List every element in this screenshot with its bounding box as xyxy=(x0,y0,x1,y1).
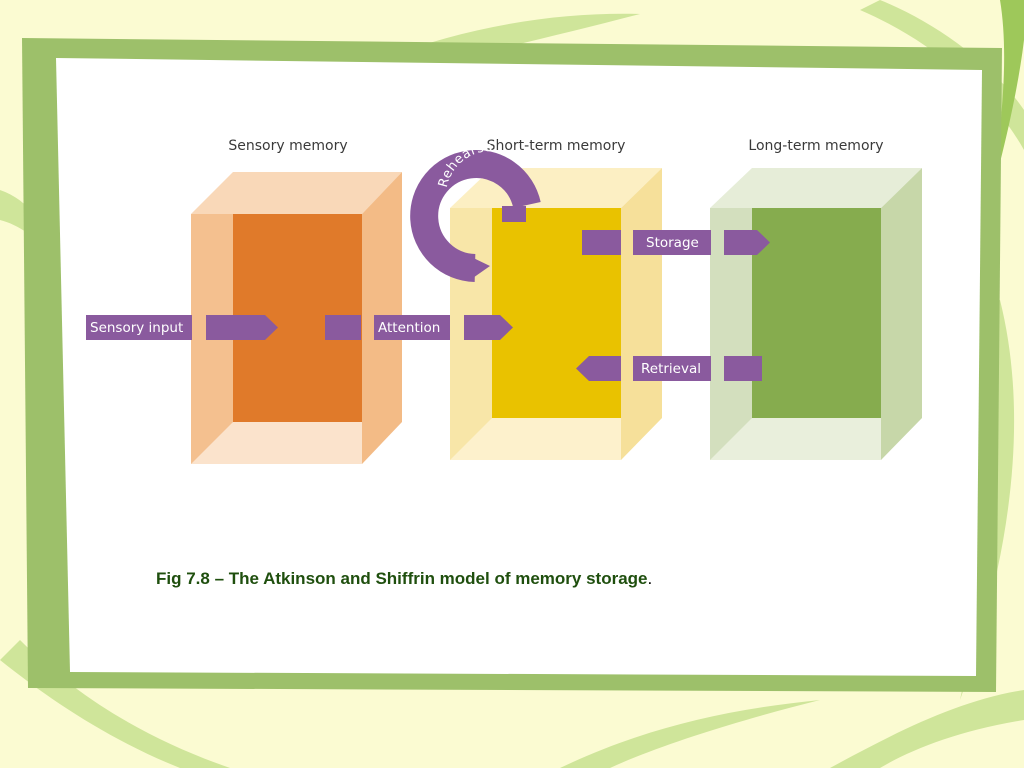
storage-label: Storage xyxy=(646,235,699,251)
figure-caption-period: . xyxy=(647,569,653,588)
retrieval-arrow: Retrieval xyxy=(576,356,762,381)
rehearsal-loop: Rehearsal xyxy=(410,140,541,282)
figure-caption-text: Fig 7.8 – The Atkinson and Shiffrin mode… xyxy=(156,569,648,588)
decorative-swoosh-bottom xyxy=(560,700,820,768)
attention-arrow: Attention xyxy=(325,315,513,340)
figure-caption: Fig 7.8 – The Atkinson and Shiffrin mode… xyxy=(156,569,876,589)
short-term-memory-box xyxy=(450,168,662,460)
retrieval-label: Retrieval xyxy=(641,361,701,377)
sensory-input-arrow: Sensory input xyxy=(86,315,278,340)
long-term-memory-core xyxy=(752,208,881,418)
decorative-swoosh-right xyxy=(960,300,1015,700)
decorative-swoosh-bottom-right xyxy=(830,690,1024,768)
sensory-input-label: Sensory input xyxy=(90,320,183,336)
short-term-memory-title: Short-term memory xyxy=(487,138,626,154)
long-term-memory-box xyxy=(710,168,922,460)
sensory-memory-box xyxy=(191,172,402,464)
storage-arrow: Storage xyxy=(582,230,770,255)
sensory-memory-title: Sensory memory xyxy=(228,138,347,154)
decorative-swoosh-bottom-left xyxy=(0,640,230,768)
long-term-memory-title: Long-term memory xyxy=(748,138,883,154)
attention-label: Attention xyxy=(378,320,440,336)
